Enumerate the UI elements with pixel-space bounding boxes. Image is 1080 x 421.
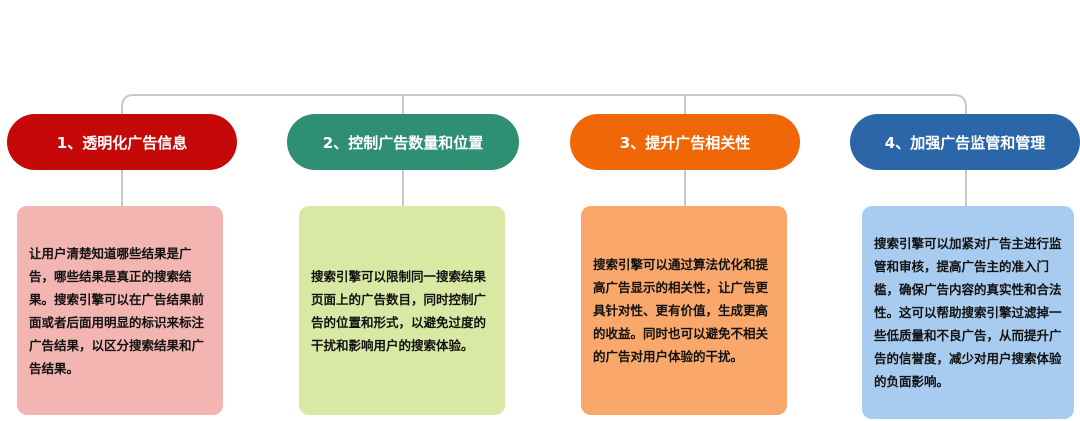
description-text-2: 搜索引擎可以限制同一搜索结果页面上的广告数目，同时控制广告的位置和形式，以避免过… (311, 268, 487, 353)
description-text-4: 搜索引擎可以加紧对广告主进行监管和审核，提高广告主的准入门槛，确保广告内容的真实… (874, 236, 1062, 389)
category-pill-2: 2、控制广告数量和位置 (287, 114, 519, 170)
description-text-3: 搜索引擎可以通过算法优化和提高广告显示的相关性，让广告更具针对性、更有价值，生成… (593, 257, 769, 364)
description-text-1: 让用户清楚知道哪些结果是广告，哪些结果是真正的搜索结果。搜索引擎可以在广告结果前… (29, 245, 205, 376)
description-card-1: 让用户清楚知道哪些结果是广告，哪些结果是真正的搜索结果。搜索引擎可以在广告结果前… (17, 206, 223, 415)
top-bracket-line (121, 94, 967, 114)
category-title-1: 1、透明化广告信息 (56, 133, 188, 152)
description-card-4: 搜索引擎可以加紧对广告主进行监管和审核，提高广告主的准入门槛，确保广告内容的真实… (862, 206, 1074, 419)
category-title-3: 3、提升广告相关性 (619, 133, 751, 152)
description-card-2: 搜索引擎可以限制同一搜索结果页面上的广告数目，同时控制广告的位置和形式，以避免过… (299, 206, 505, 415)
category-title-2: 2、控制广告数量和位置 (322, 133, 484, 152)
category-title-4: 4、加强广告监管和管理 (884, 133, 1046, 152)
description-card-3: 搜索引擎可以通过算法优化和提高广告显示的相关性，让广告更具针对性、更有价值，生成… (581, 206, 787, 415)
category-pill-1: 1、透明化广告信息 (7, 114, 237, 170)
category-pill-4: 4、加强广告监管和管理 (850, 114, 1080, 170)
category-pill-3: 3、提升广告相关性 (570, 114, 800, 170)
